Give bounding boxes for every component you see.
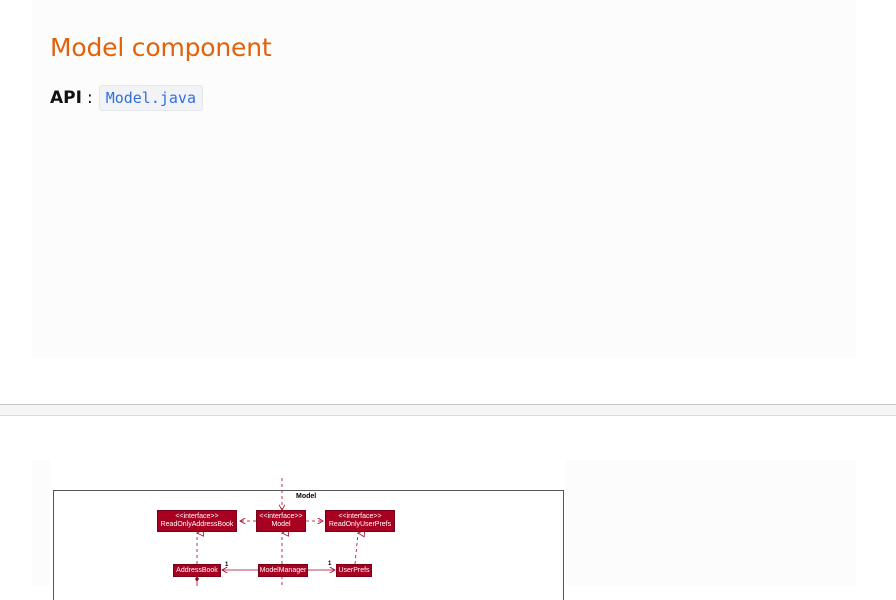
edge-userprefs-realizes (354, 533, 358, 565)
uml-userprefs: UserPrefs (336, 564, 372, 577)
class-name: AddressBook (176, 567, 218, 574)
api-separator: : (86, 88, 93, 108)
api-line: API : Model.java (50, 85, 203, 111)
class-name: Model (271, 521, 291, 528)
package-title: Model (296, 493, 317, 500)
stereotype-label: <<interface>> (175, 513, 219, 520)
class-name: UserPrefs (338, 567, 370, 574)
uml-model: <<interface>> Model (256, 510, 306, 532)
class-name: ModelManager (259, 567, 307, 574)
model-class-diagram: Model <<interface>> ReadOnlyAddressBook … (50, 460, 566, 600)
composition-diamond (195, 576, 199, 582)
class-name: ReadOnlyAddressBook (160, 521, 234, 528)
stereotype-label: <<interface>> (259, 513, 303, 520)
multiplicity-addressbook: 1 (225, 562, 229, 568)
package-frame (53, 490, 564, 600)
uml-readonly-addressbook: <<interface>> ReadOnlyAddressBook (157, 510, 237, 532)
uml-modelmanager: ModelManager (258, 564, 308, 577)
uml-addressbook: AddressBook (173, 564, 221, 577)
stereotype-label: <<interface>> (338, 513, 382, 520)
section-heading: Model component (50, 33, 272, 62)
api-label: API (50, 88, 82, 108)
diagram-edges (195, 478, 566, 586)
uml-readonly-userprefs: <<interface>> ReadOnlyUserPrefs (325, 510, 395, 532)
content-card (32, 0, 856, 358)
class-name: ReadOnlyUserPrefs (328, 521, 392, 528)
model-java-link[interactable]: Model.java (98, 85, 203, 111)
multiplicity-userprefs: 1 (328, 561, 332, 567)
section-divider (0, 404, 896, 416)
